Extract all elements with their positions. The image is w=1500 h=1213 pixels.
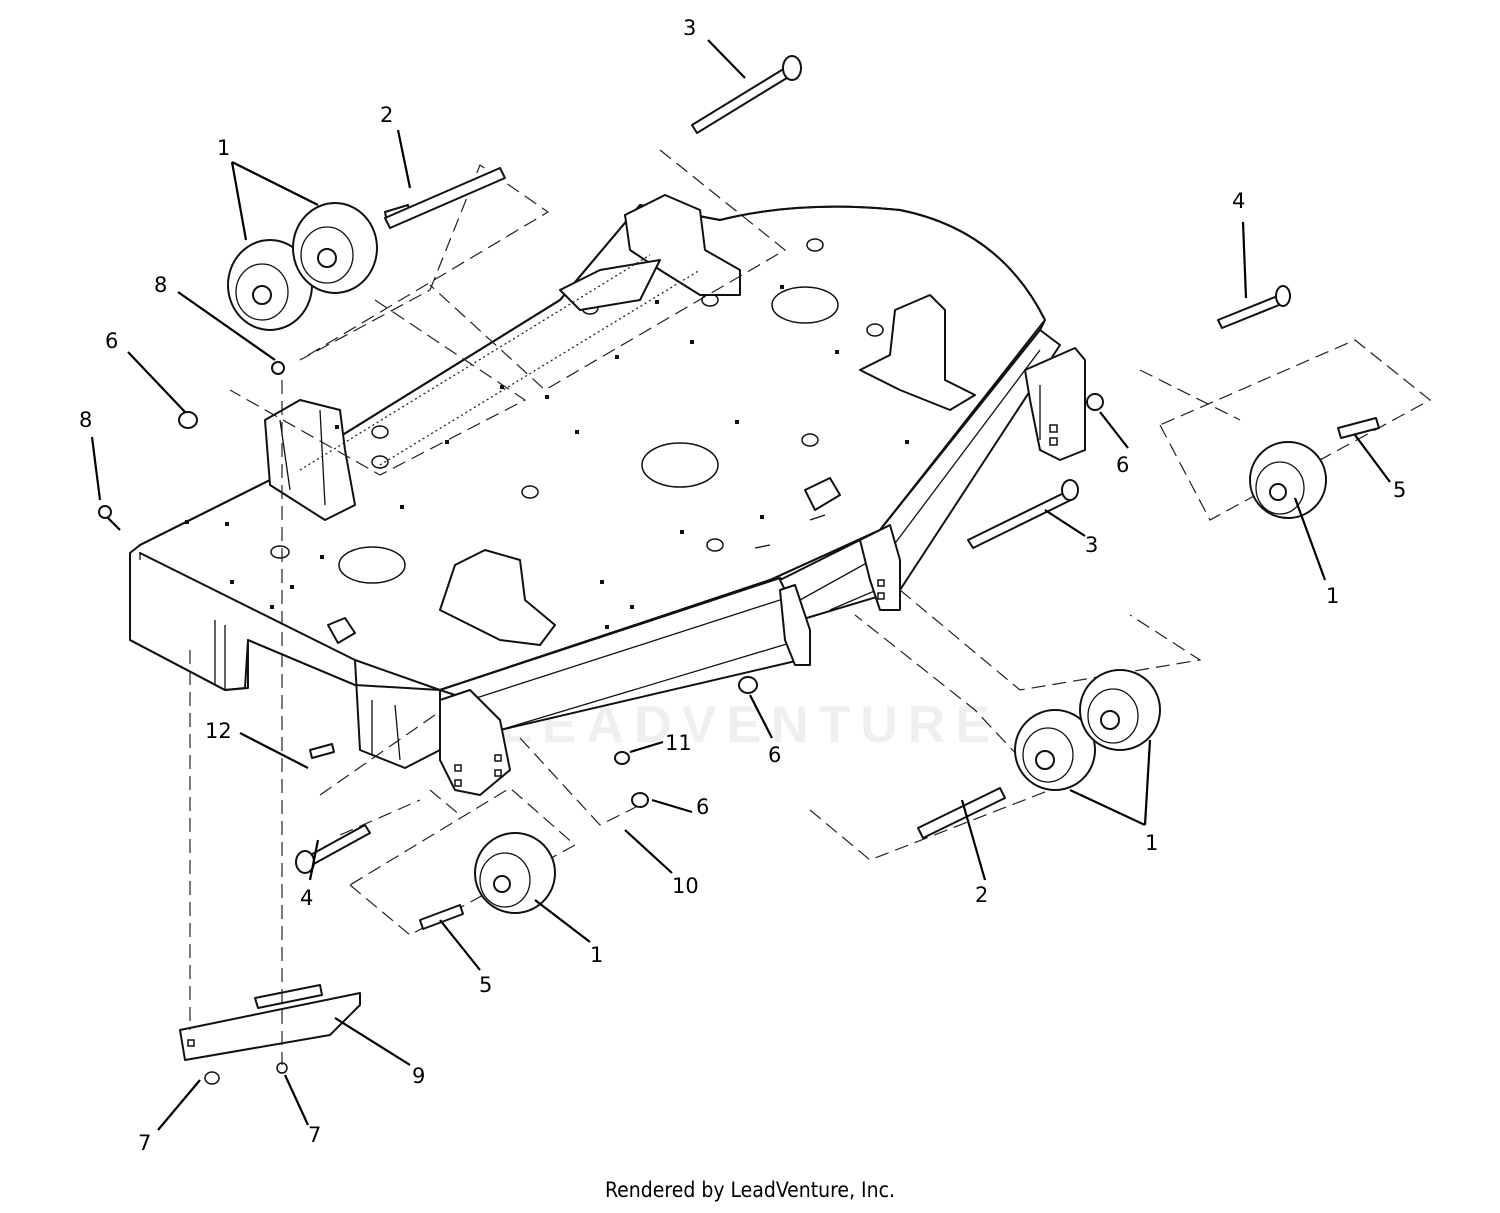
callout-1: 1 (1145, 831, 1158, 855)
spacer-bottom (419, 904, 464, 930)
explosion-lines (189, 149, 1432, 1065)
callout-7: 7 (138, 1131, 151, 1155)
callout-6: 6 (696, 795, 709, 819)
callout-4: 4 (1232, 189, 1245, 213)
callout-2: 2 (380, 103, 393, 127)
deflector-shield (179, 984, 361, 1085)
callout-8: 8 (79, 408, 92, 432)
anti-scalp-wheel-bottom-middle (474, 832, 556, 914)
anti-scalp-wheel-pair-bottom-right (1014, 669, 1161, 791)
hardware-small (98, 361, 1104, 808)
leader-lines (90, 39, 1391, 1131)
callout-1: 1 (590, 943, 603, 967)
axle-bottom-right (917, 787, 1006, 839)
callout-3: 3 (1085, 533, 1098, 557)
callout-7: 7 (308, 1123, 321, 1147)
axle-top (384, 167, 506, 229)
callout-11: 11 (665, 731, 692, 755)
callout-6: 6 (1116, 453, 1129, 477)
carriage-bolt-top (691, 55, 802, 134)
mower-deck (129, 194, 1086, 796)
callout-9: 9 (412, 1064, 425, 1088)
anti-scalp-wheel-pair-top-left (227, 202, 378, 331)
callout-12: 12 (205, 719, 232, 743)
callout-labels: 1 2 3 8 6 8 4 6 5 3 1 1 2 6 11 6 10 12 4… (79, 16, 1406, 1155)
callout-10: 10 (672, 874, 699, 898)
callout-1: 1 (217, 136, 230, 160)
bolt-right-mid (967, 479, 1079, 549)
render-credit: Rendered by LeadVenture, Inc. (605, 1178, 895, 1202)
callout-2: 2 (975, 883, 988, 907)
spacer-right (1337, 417, 1380, 439)
callout-1: 1 (1326, 584, 1339, 608)
bolt-bottom-left (295, 824, 371, 874)
anti-scalp-wheel-right (1249, 441, 1327, 519)
callout-4: 4 (300, 886, 313, 910)
bolt-right (1217, 285, 1291, 329)
callout-3: 3 (683, 16, 696, 40)
callout-5: 5 (479, 973, 492, 997)
callout-5: 5 (1393, 478, 1406, 502)
callout-6: 6 (105, 329, 118, 353)
callout-8: 8 (154, 273, 167, 297)
callout-6: 6 (768, 743, 781, 767)
